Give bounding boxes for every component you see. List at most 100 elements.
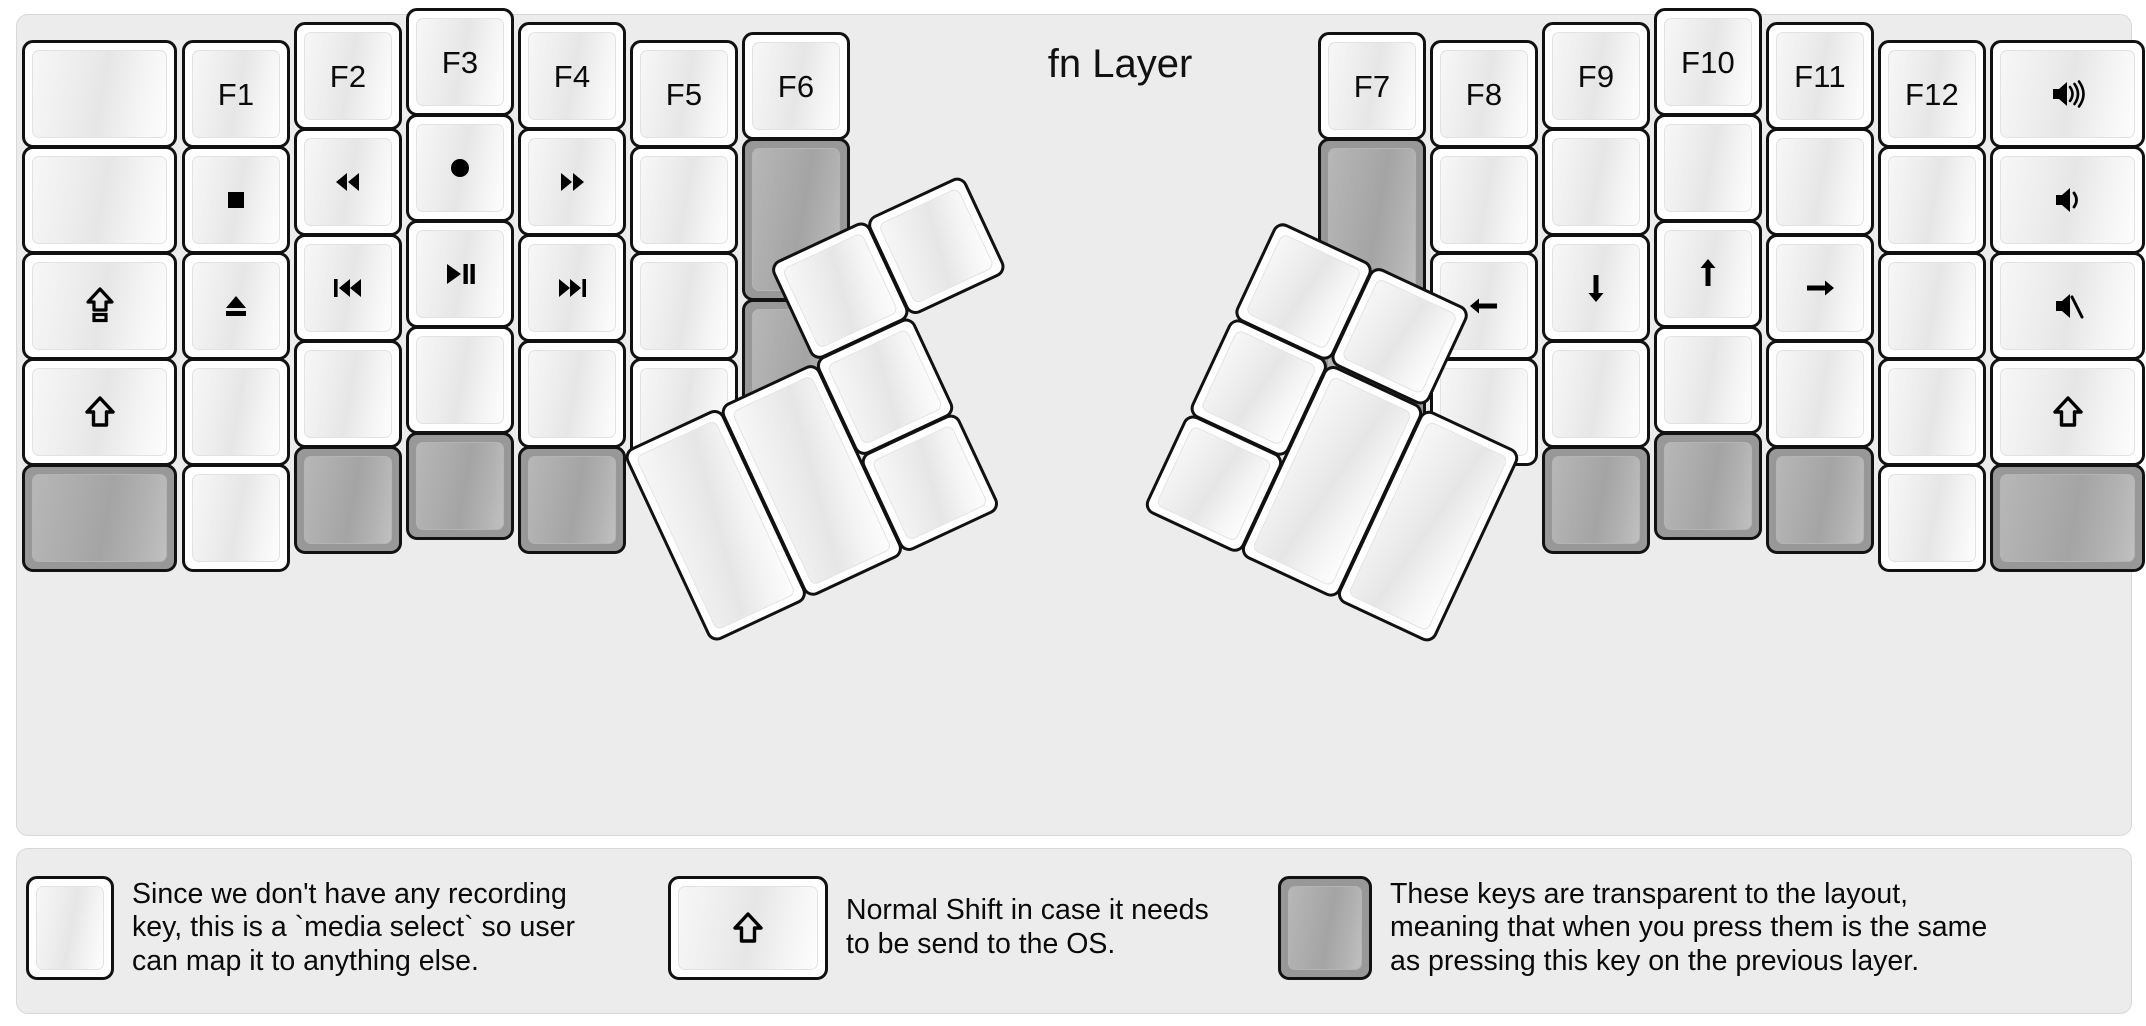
left-col-f1-key-5[interactable] (182, 464, 290, 572)
left-col-outer-key-2[interactable] (22, 146, 177, 254)
right-col-outer-key-4[interactable] (1990, 358, 2145, 466)
key-cap-surface (1888, 474, 1976, 562)
right-col-outer-key-3[interactable] (1990, 252, 2145, 360)
right-col-f8-key-2[interactable] (1430, 146, 1538, 254)
legend-item-3: These keys are transparent to the layout… (1278, 876, 1987, 980)
key-cap-surface (1776, 456, 1864, 544)
left-col-f1-key-2[interactable] (182, 146, 290, 254)
right-col-f11-key-4[interactable] (1766, 340, 1874, 448)
key-cap-surface: F4 (528, 32, 616, 120)
right-col-f9-key-1[interactable]: F9 (1542, 22, 1650, 130)
key-cap-surface (304, 138, 392, 226)
left-col-outer-key-5[interactable] (22, 464, 177, 572)
left-col-f4-key-4[interactable] (518, 340, 626, 448)
right-col-f12-key-2[interactable] (1878, 146, 1986, 254)
right-col-f10-key-2[interactable] (1654, 114, 1762, 222)
left-col-outer-key-4[interactable] (22, 358, 177, 466)
key-cap-surface (1552, 350, 1640, 438)
key-cap-surface (32, 156, 167, 244)
legend-item-2: Normal Shift in case it needs to be send… (668, 876, 1209, 980)
key-cap-surface (416, 124, 504, 212)
right-col-f11-key-1[interactable]: F11 (1766, 22, 1874, 130)
key-cap-surface: F8 (1440, 50, 1528, 138)
key-cap-surface (32, 262, 167, 350)
key-cap-surface (36, 886, 104, 970)
key-cap-surface (2000, 262, 2135, 350)
right-col-f12-key-3[interactable] (1878, 252, 1986, 360)
left-col-f3-key-2[interactable] (406, 114, 514, 222)
key-cap-surface: F5 (640, 50, 728, 138)
right-col-outer-key-1[interactable] (1990, 40, 2145, 148)
key-cap-surface (1552, 456, 1640, 544)
left-col-f6-key-1[interactable]: F6 (742, 32, 850, 140)
right-col-f10-key-3[interactable] (1654, 220, 1762, 328)
right-col-f10-key-1[interactable]: F10 (1654, 8, 1762, 116)
left-col-f3-key-3[interactable] (406, 220, 514, 328)
media-fast-forward-icon (552, 162, 592, 202)
key-cap-surface (304, 244, 392, 332)
left-col-f1-key-4[interactable] (182, 358, 290, 466)
key-cap-surface: F12 (1888, 50, 1976, 138)
media-next-track-icon (552, 268, 592, 308)
left-col-f2-key-5[interactable] (294, 446, 402, 554)
key-cap-surface (1776, 244, 1864, 332)
right-col-f9-key-3[interactable] (1542, 234, 1650, 342)
key-label: F4 (553, 58, 591, 94)
key-cap-surface (1776, 138, 1864, 226)
right-col-f12-key-4[interactable] (1878, 358, 1986, 466)
left-col-f5-key-2[interactable] (630, 146, 738, 254)
left-col-f3-key-4[interactable] (406, 326, 514, 434)
media-prev-track-icon (328, 268, 368, 308)
right-col-f12-key-1[interactable]: F12 (1878, 40, 1986, 148)
left-col-f2-key-3[interactable] (294, 234, 402, 342)
key-label: F11 (1794, 58, 1846, 94)
left-col-f5-key-1[interactable]: F5 (630, 40, 738, 148)
left-col-f5-key-3[interactable] (630, 252, 738, 360)
right-col-f9-key-4[interactable] (1542, 340, 1650, 448)
key-cap-surface (32, 474, 167, 562)
left-col-f4-key-1[interactable]: F4 (518, 22, 626, 130)
key-cap-surface: F2 (304, 32, 392, 120)
right-col-f11-key-5[interactable] (1766, 446, 1874, 554)
media-rewind-icon (328, 162, 368, 202)
key-cap-surface (192, 474, 280, 562)
key-cap-surface (1552, 244, 1640, 332)
right-col-outer-key-2[interactable] (1990, 146, 2145, 254)
left-col-f2-key-4[interactable] (294, 340, 402, 448)
right-col-f11-key-2[interactable] (1766, 128, 1874, 236)
arrow-down-icon (1576, 268, 1616, 308)
legend-description-2: Normal Shift in case it needs to be send… (846, 894, 1209, 960)
left-col-f4-key-2[interactable] (518, 128, 626, 236)
right-col-f11-key-3[interactable] (1766, 234, 1874, 342)
key-cap-surface (1288, 886, 1362, 970)
key-cap-surface (1664, 230, 1752, 318)
right-col-outer-key-5[interactable] (1990, 464, 2145, 572)
left-col-f3-key-5[interactable] (406, 432, 514, 540)
right-col-f9-key-5[interactable] (1542, 446, 1650, 554)
key-cap-surface (528, 456, 616, 544)
page-title: fn Layer (1047, 42, 1193, 86)
left-col-outer-key-1[interactable] (22, 40, 177, 148)
left-col-f1-key-1[interactable]: F1 (182, 40, 290, 148)
left-col-outer-key-3[interactable] (22, 252, 177, 360)
left-col-f4-key-3[interactable] (518, 234, 626, 342)
left-col-f1-key-3[interactable] (182, 252, 290, 360)
right-col-f7-key-1[interactable]: F7 (1318, 32, 1426, 140)
shift-arrow-icon (80, 392, 120, 432)
left-col-f3-key-1[interactable]: F3 (406, 8, 514, 116)
key-cap-surface (1664, 336, 1752, 424)
key-cap-surface (528, 138, 616, 226)
volume-down-icon (2048, 180, 2088, 220)
right-col-f9-key-2[interactable] (1542, 128, 1650, 236)
media-play-pause-icon (440, 254, 480, 294)
right-col-f12-key-5[interactable] (1878, 464, 1986, 572)
key-cap-surface (1440, 156, 1528, 244)
legend-key-2 (668, 876, 828, 980)
left-col-f2-key-1[interactable]: F2 (294, 22, 402, 130)
arrow-left-icon (1464, 286, 1504, 326)
left-col-f4-key-5[interactable] (518, 446, 626, 554)
right-col-f10-key-4[interactable] (1654, 326, 1762, 434)
right-col-f10-key-5[interactable] (1654, 432, 1762, 540)
right-col-f8-key-1[interactable]: F8 (1430, 40, 1538, 148)
left-col-f2-key-2[interactable] (294, 128, 402, 236)
